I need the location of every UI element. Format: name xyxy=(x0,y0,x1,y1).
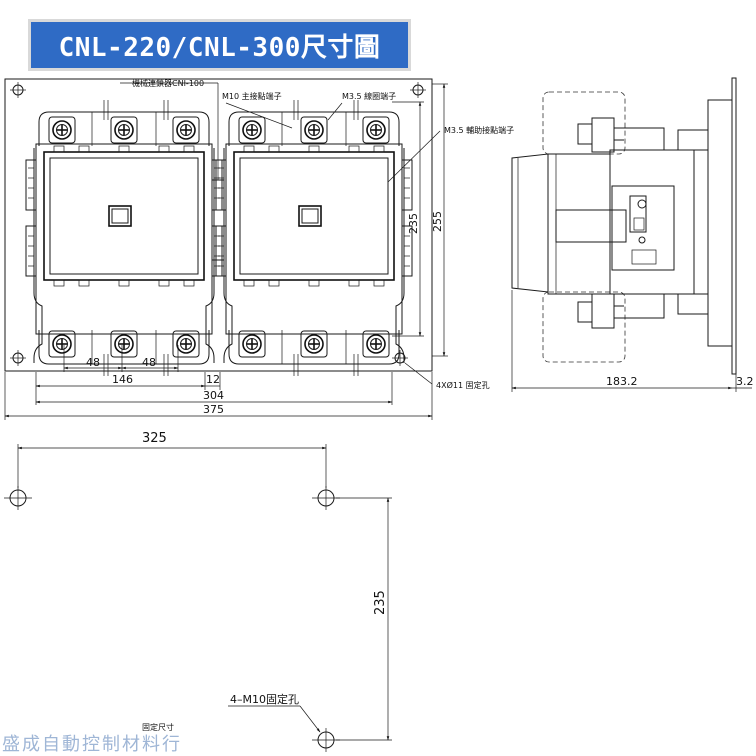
front-view: 機械連鎖器CNI-100 M10 主接點端子 M3.5 線圈端子 M3.5 輔助… xyxy=(4,78,514,420)
mount-holes-callout: 4XØ11 固定孔 xyxy=(436,380,490,390)
template-dim-235: 235 xyxy=(373,590,388,615)
dim-3-2: 3.2 xyxy=(736,375,754,388)
coil-terminal-callout: M3.5 線圈端子 xyxy=(342,91,396,101)
mount-hole xyxy=(10,82,26,98)
template-hole xyxy=(4,486,32,510)
watermark: 盛成自動控制材料行 xyxy=(2,734,182,755)
mount-hole xyxy=(10,350,26,366)
template-dim-325: 325 xyxy=(142,431,167,446)
dim-375: 375 xyxy=(203,403,224,416)
mount-hole xyxy=(392,350,408,366)
diagram-title: CNL-220/CNL-300尺寸圖 xyxy=(58,32,381,63)
base-plate xyxy=(4,78,433,372)
side-view: 183.2 3.2 xyxy=(511,77,754,392)
dim-146: 146 xyxy=(112,373,133,386)
dim-48-left: 48 xyxy=(86,356,100,369)
interlock-callout: 機械連鎖器CNI-100 xyxy=(132,78,204,88)
dim-304: 304 xyxy=(203,389,224,402)
dim-235: 235 xyxy=(407,213,420,234)
dim-12: 12 xyxy=(206,373,220,386)
main-terminal-callout: M10 主接點端子 xyxy=(222,91,282,101)
contactor-left xyxy=(26,100,222,376)
template-hole xyxy=(312,486,340,510)
title-banner: CNL-220/CNL-300尺寸圖 xyxy=(28,19,411,71)
contactor-right xyxy=(216,100,412,376)
aux-terminal-callout: M3.5 輔助接點端子 xyxy=(444,125,514,135)
template-hole xyxy=(312,728,340,752)
dim-255: 255 xyxy=(431,211,444,232)
dim-48-right: 48 xyxy=(142,356,156,369)
dim-183-2: 183.2 xyxy=(606,375,638,388)
mount-hole xyxy=(410,82,426,98)
mounting-template: 325 235 4–M10固定孔 固定尺寸 xyxy=(4,431,392,752)
template-holes-label: 4–M10固定孔 xyxy=(230,692,299,706)
template-caption: 固定尺寸 xyxy=(142,722,174,732)
